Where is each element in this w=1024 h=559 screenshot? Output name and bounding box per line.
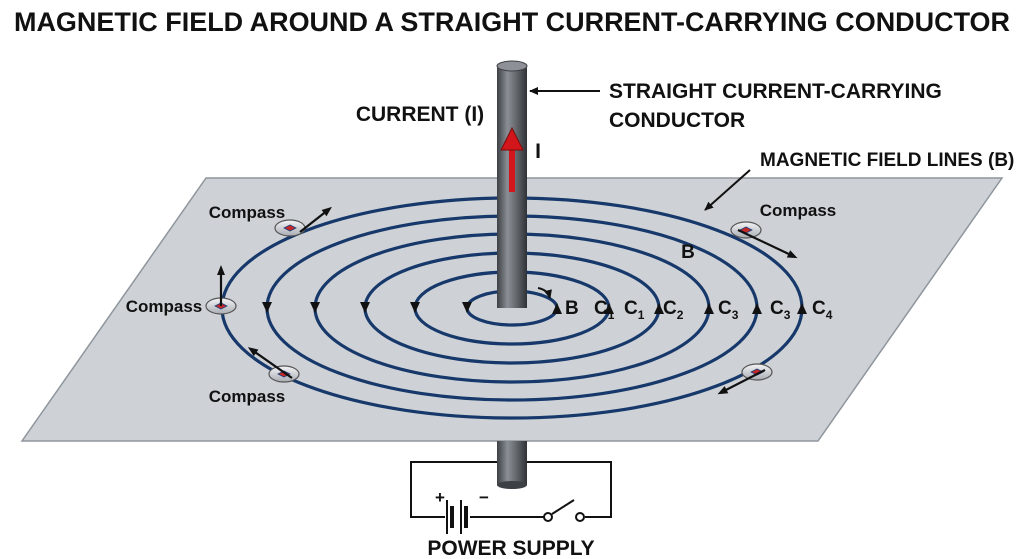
field-lines-label: MAGNETIC FIELD LINES (B) (760, 150, 1014, 171)
power-supply-circuit (410, 461, 612, 518)
field-arrow-left-5 (262, 302, 272, 313)
current-label: CURRENT (I) (356, 103, 484, 126)
compass-label: Compass (126, 297, 203, 316)
current-arrow-icon (500, 126, 524, 192)
conductor-lower (497, 441, 527, 485)
compass-1: Compass (209, 203, 332, 237)
diagram-title: MAGNETIC FIELD AROUND A STRAIGHT CURRENT… (14, 7, 1010, 37)
switch-icon[interactable] (543, 499, 585, 522)
compass-needle-arrow (717, 369, 766, 395)
field-arrow-right-2 (604, 303, 614, 314)
compass-label: Compass (760, 201, 837, 220)
compass-needle-arrow (247, 347, 293, 379)
field-line-3-front (363, 307, 661, 365)
compass-4: Compass (209, 347, 300, 406)
circuit-wire-left (410, 461, 497, 518)
field-arrow-left-4 (310, 302, 320, 313)
compass-needle-arrow (299, 206, 332, 233)
compass-needle-arrow (737, 229, 798, 259)
power-supply-label: POWER SUPPLY (427, 537, 594, 559)
circle-label-1: B (565, 298, 579, 319)
field-arrow-left-1 (462, 302, 472, 313)
conductor-label-line2: CONDUCTOR (609, 109, 745, 132)
battery-icon (446, 500, 468, 534)
field-arrow-right-3 (654, 303, 664, 314)
inner-circle-direction-arrow (537, 287, 552, 299)
field-arrow-right-5 (752, 303, 762, 314)
circuit-wire-right (527, 461, 612, 518)
field-arrow-right-1 (552, 303, 562, 314)
conductor-bottom-end (497, 481, 527, 489)
compass-label: Compass (209, 387, 286, 406)
compass-2: Compass (730, 201, 837, 259)
field-line-1-front (465, 307, 559, 327)
field-arrow-right-6 (797, 303, 807, 314)
field-arrow-left-3 (360, 302, 370, 313)
field-lines-callout-arrow (704, 169, 751, 211)
field-line-5-front (265, 307, 759, 402)
battery-minus-label: − (479, 488, 489, 507)
compass-label: Compass (209, 203, 286, 222)
battery-plus-label: + (435, 488, 445, 507)
field-direction-arrows (217, 287, 807, 314)
compass-3: Compass (126, 265, 237, 316)
field-arrow-left-2 (410, 302, 420, 313)
current-symbol-label: I (535, 140, 541, 163)
field-lines-front (220, 307, 804, 420)
field-line-6-front (220, 307, 804, 420)
compass-5 (717, 363, 773, 395)
field-arrow-right-4 (704, 303, 714, 314)
conductor-label-line1: STRAIGHT CURRENT-CARRYING (609, 80, 942, 103)
conductor-top-cap (496, 60, 528, 72)
field-line-2-front (413, 307, 611, 346)
field-symbol-label: B (681, 242, 695, 263)
field-line-4-front (313, 307, 711, 384)
